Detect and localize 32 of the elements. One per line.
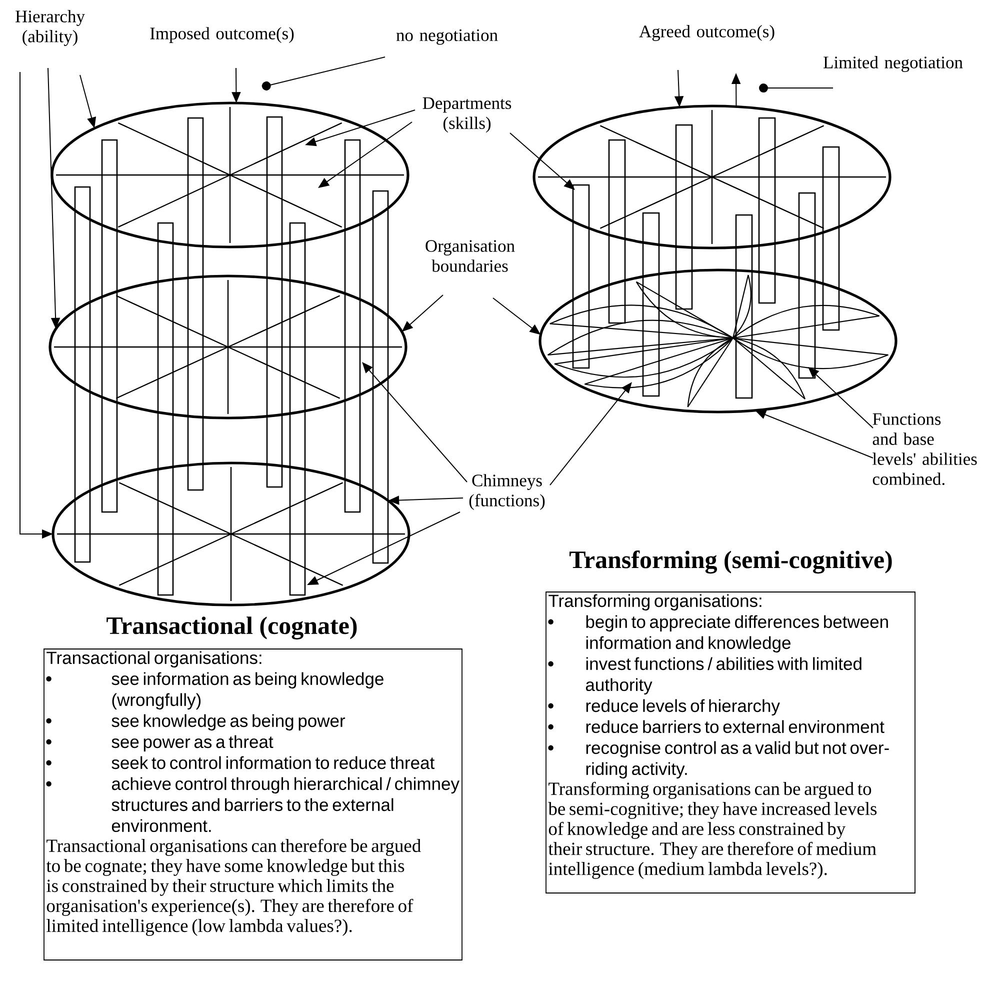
callout-label: Chimneys (functions) <box>469 474 545 510</box>
bullet-item: see power as a threat <box>46 735 274 752</box>
leader-line <box>759 84 834 92</box>
ellipse-ring <box>532 104 892 250</box>
bullet-item: see information as being knowledge (wrongfully) <box>46 672 384 710</box>
leader-line <box>262 56 386 90</box>
callout-label: Functions and base levels' abilities combined. <box>872 413 977 486</box>
callout-label: Limited negotiation <box>824 56 963 72</box>
ellipse-ring <box>50 102 410 248</box>
arrow <box>510 132 575 190</box>
ellipse-ring <box>538 268 898 414</box>
callout-label: Agreed outcome(s) <box>639 25 774 41</box>
callout-label: Organisation boundaries <box>426 240 515 272</box>
heading: Transactional (cognate) <box>106 616 357 640</box>
callout-label: no negotiation <box>396 29 498 45</box>
callout-label: Imposed outcome(s) <box>150 27 294 43</box>
paragraph: Transactional organisations can therefore be argued to be cognate; they have some knowledge but this is constrained by their structure which limits the organisation's experience(s). They are therefore of limited intelligence (low lambda values?). <box>46 838 421 936</box>
list-intro: Transactional organisations: <box>46 651 262 668</box>
heading: Transforming (semi-cognitive) <box>570 550 892 574</box>
bullet-item: reduce barriers to external environment <box>548 720 884 734</box>
callout-label: Hierarchy (ability) <box>16 10 85 46</box>
bullet-item: recognise control as a valid but not over-riding activity. <box>548 741 889 779</box>
bullet-item: achieve control through hierarchical / chimney structures and barriers to the external environment. <box>46 777 460 832</box>
ellipse-ring <box>52 462 410 606</box>
list-intro: Transforming organisations: <box>548 594 762 611</box>
bullet-item: see knowledge as being power <box>46 714 346 731</box>
bullet-item: reduce levels of hierarchy <box>548 699 780 716</box>
callout-label: Departments (skills) <box>422 97 512 133</box>
bullet-item: seek to control information to reduce threat <box>46 756 435 770</box>
ellipse-ring <box>48 274 408 420</box>
paragraph: Transforming organisations can be argued to be semi-cognitive; they have increased levels of knowledge and are less constrained by their structure. They are therefore of medium intelligence (medium lambda levels?). <box>548 782 877 879</box>
arrow <box>808 367 874 428</box>
